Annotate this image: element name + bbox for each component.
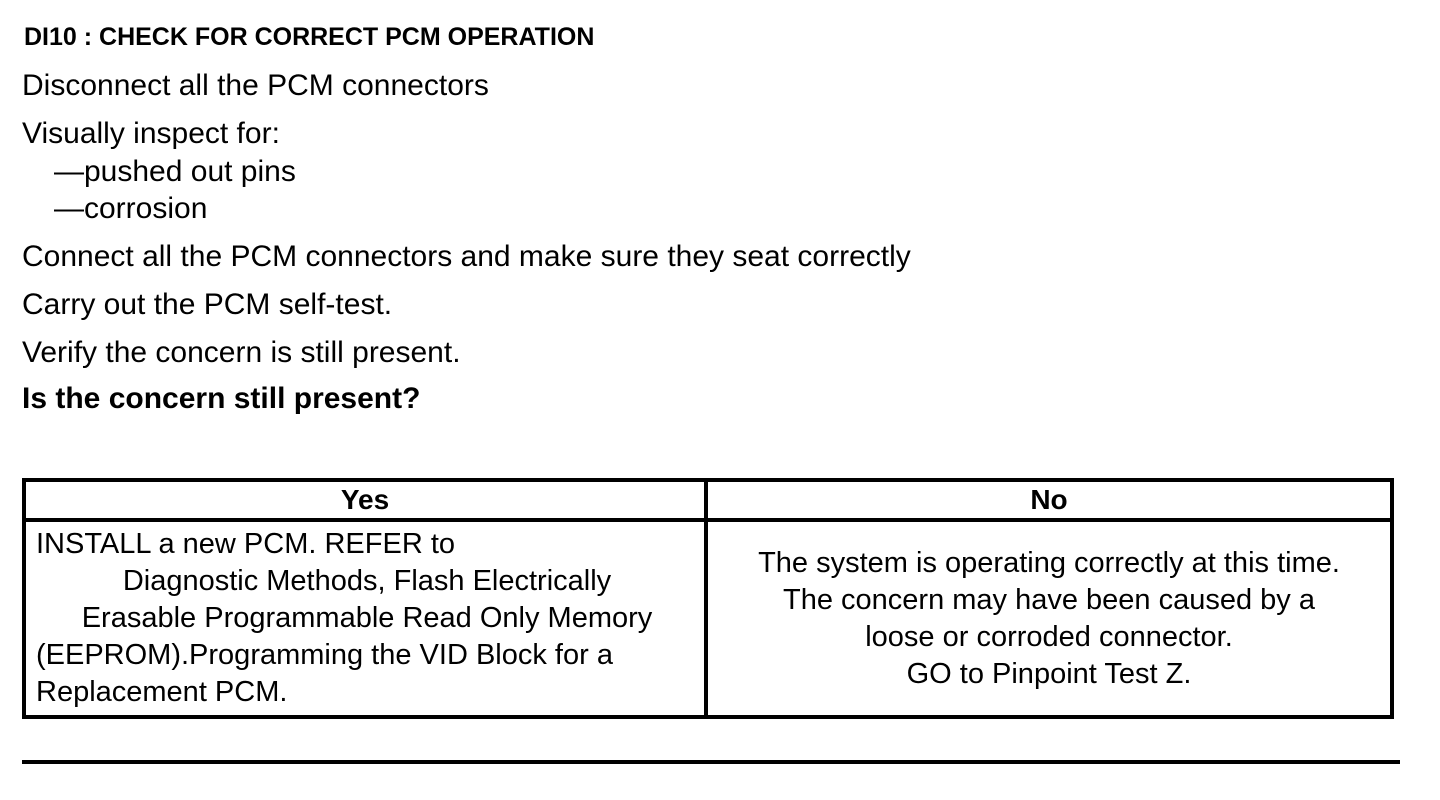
yes-action-cell: INSTALL a new PCM. REFER to Diagnostic M… [22,518,708,719]
no-line: The concern may have been caused by a [783,583,1315,616]
result-table: Yes No INSTALL a new PCM. REFER to Diagn… [22,478,1394,719]
no-action-cell: The system is operating correctly at thi… [704,518,1394,719]
step-self-test: Carry out the PCM self-test. [22,288,393,321]
header-no: No [704,478,1394,522]
yes-line: INSTALL a new PCM. REFER to [36,528,456,560]
step-connect: Connect all the PCM connectors and make … [22,240,911,273]
question: Is the concern still present? [22,382,421,415]
yes-line: Diagnostic Methods, Flash Electrically [122,565,612,597]
step-verify: Verify the concern is still present. [22,336,461,369]
inspect-item-corrosion: —corrosion [54,192,208,225]
no-line: The system is operating correctly at thi… [758,546,1340,579]
no-line: loose or corroded connector. [865,620,1233,653]
inspect-item-pushed-out-pins: —pushed out pins [54,155,296,188]
table-row: INSTALL a new PCM. REFER to Diagnostic M… [22,518,1394,719]
step-disconnect: Disconnect all the PCM connectors [22,69,489,102]
header-yes: Yes [22,478,708,522]
yes-line: (EEPROM).Programming the VID Block for a [36,639,613,671]
yes-line: Replacement PCM. [36,676,288,708]
step-inspect: Visually inspect for: [22,117,280,150]
table-header-row: Yes No [22,478,1394,522]
procedure-title: DI10 : CHECK FOR CORRECT PCM OPERATION [24,23,595,51]
yes-line: Erasable Programmable Read Only Memory [81,602,653,634]
bottom-divider [22,760,1400,764]
no-line: GO to Pinpoint Test Z. [906,657,1192,690]
